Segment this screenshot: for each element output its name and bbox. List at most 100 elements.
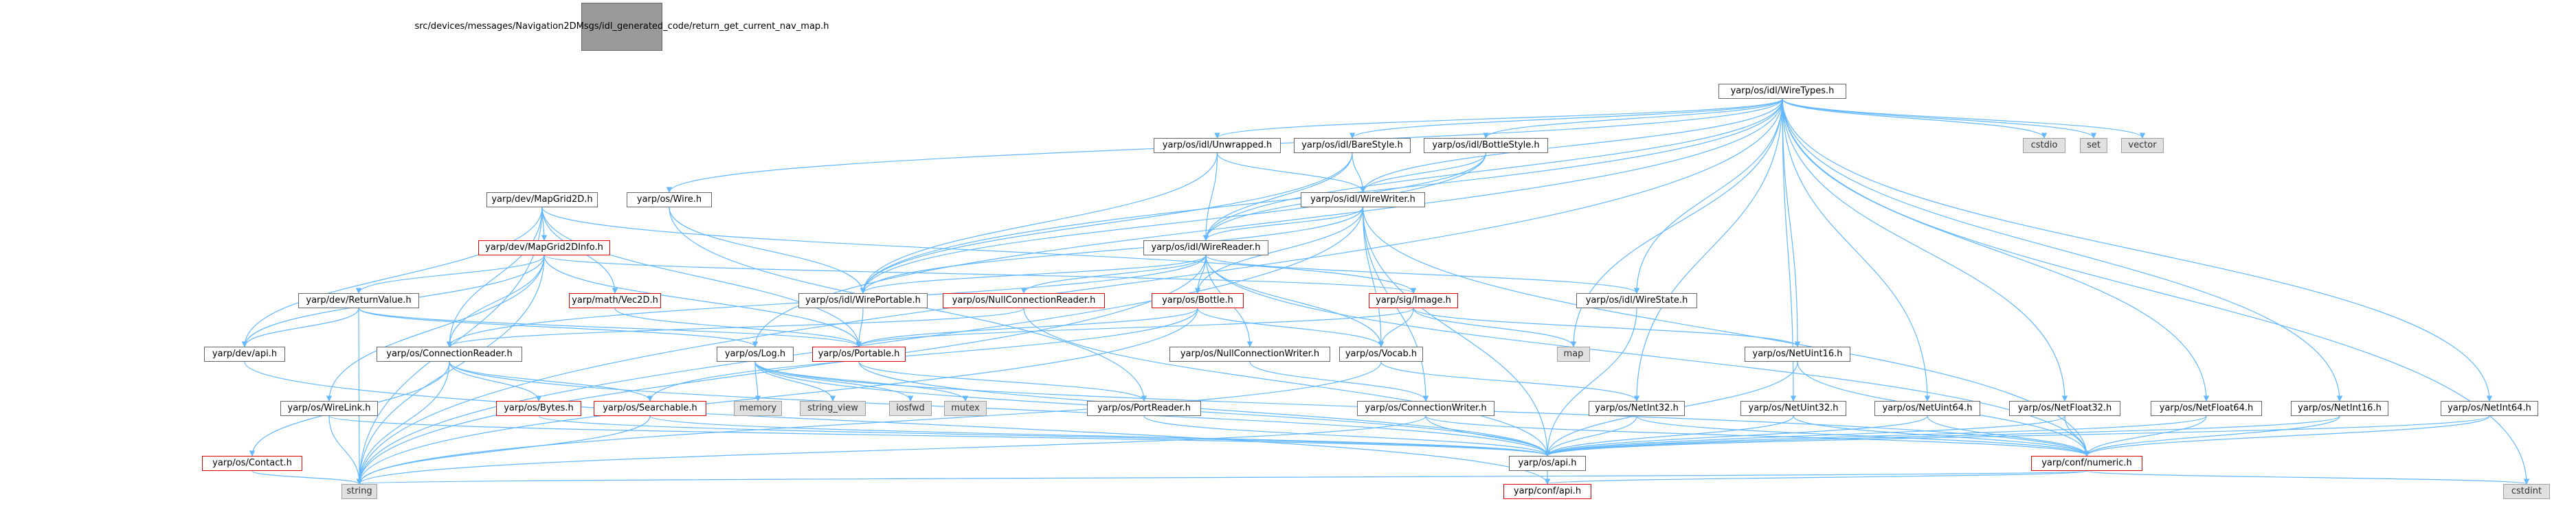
edge-portreader-to-osapi	[1143, 415, 1551, 457]
node-nullconnreader[interactable]: yarp/os/NullConnectionReader.h	[943, 293, 1105, 308]
node-wiretypes[interactable]: yarp/os/idl/WireTypes.h	[1718, 84, 1846, 99]
node-vocab[interactable]: yarp/os/Vocab.h	[1339, 347, 1423, 362]
edge-mapgrid2dinfo-to-image	[544, 255, 1416, 294]
edge-connwriter-to-numeric	[1425, 415, 2090, 457]
node-netint16[interactable]: yarp/os/NetInt16.h	[2291, 401, 2388, 416]
node-portable[interactable]: yarp/os/Portable.h	[812, 347, 906, 362]
node-bottle[interactable]: yarp/os/Bottle.h	[1152, 293, 1244, 308]
edge-wiretypes-to-cstdio	[1782, 98, 2048, 139]
edge-returnvalue-to-portable	[358, 308, 862, 347]
node-devapi[interactable]: yarp/dev/api.h	[204, 347, 285, 362]
node-unwrapped[interactable]: yarp/os/idl/Unwrapped.h	[1154, 138, 1281, 153]
node-searchable[interactable]: yarp/os/Searchable.h	[594, 401, 706, 416]
edge-vocab-to-netint32	[1380, 361, 1640, 402]
node-netfloat64[interactable]: yarp/os/NetFloat64.h	[2151, 401, 2262, 416]
edge-mapgrid2dinfo-to-portable	[544, 255, 862, 347]
node-barestyle[interactable]: yarp/os/idl/BareStyle.h	[1294, 138, 1411, 153]
edge-wiretypes-to-netfloat64	[1782, 98, 2210, 402]
node-connwriter[interactable]: yarp/os/ConnectionWriter.h	[1357, 401, 1494, 416]
edge-wire-to-wireportable	[669, 207, 866, 294]
node-set[interactable]: set	[2080, 138, 2107, 153]
edge-netint64-to-osapi	[1545, 415, 2490, 457]
node-vec2d[interactable]: yarp/math/Vec2D.h	[569, 293, 661, 308]
node-contact[interactable]: yarp/os/Contact.h	[202, 456, 302, 471]
edge-connreader-to-bytes	[449, 361, 542, 402]
node-netuint64[interactable]: yarp/os/NetUint64.h	[1874, 401, 1980, 416]
root-node: src/devices/messages/Navigation2DMsgs/id…	[414, 3, 829, 51]
edge-numeric-to-cstdint	[2086, 470, 2529, 485]
edge-unwrapped-to-wirewriter	[1216, 152, 1366, 193]
edge-netint32-to-osapi	[1544, 415, 1637, 457]
edge-netint32-to-numeric	[1636, 415, 2090, 457]
node-confapi[interactable]: yarp/conf/api.h	[1503, 484, 1591, 499]
edge-wirelink-to-osapi	[328, 415, 1550, 457]
node-string[interactable]: string	[341, 484, 377, 499]
edge-connreader-to-string	[356, 361, 450, 485]
node-wirereader[interactable]: yarp/os/idl/WireReader.h	[1143, 240, 1268, 255]
edge-wiretypes-to-set	[1782, 98, 2097, 139]
edge-netfloat32-to-osapi	[1544, 415, 2065, 457]
node-mutex[interactable]: mutex	[944, 401, 987, 416]
edge-portable-to-osapi	[858, 361, 1551, 457]
node-image[interactable]: yarp/sig/Image.h	[1369, 293, 1458, 308]
node-mapgrid2d[interactable]: yarp/dev/MapGrid2D.h	[486, 192, 598, 207]
node-wireportable[interactable]: yarp/os/idl/WirePortable.h	[798, 293, 928, 308]
node-bottlestyle[interactable]: yarp/os/idl/BottleStyle.h	[1424, 138, 1548, 153]
node-mapgrid2dinfo[interactable]: yarp/dev/MapGrid2DInfo.h	[478, 240, 610, 255]
edge-netfloat64-to-numeric	[2083, 415, 2207, 457]
edge-portable-to-portreader	[858, 361, 1147, 402]
node-memory[interactable]: memory	[734, 401, 782, 416]
node-log[interactable]: yarp/os/Log.h	[717, 347, 794, 362]
edge-nullconnreader-to-connreader	[447, 308, 1024, 347]
edge-bottlestyle-to-wireportable	[860, 152, 1487, 294]
node-netint64[interactable]: yarp/os/NetInt64.h	[2441, 401, 2538, 416]
edge-bottle-to-string	[356, 308, 1198, 485]
node-wirelink[interactable]: yarp/os/WireLink.h	[280, 401, 378, 416]
node-string_view[interactable]: string_view	[800, 401, 866, 416]
node-nullconnwriter[interactable]: yarp/os/NullConnectionWriter.h	[1169, 347, 1330, 362]
edge-connreader-to-searchable	[449, 361, 653, 402]
node-bytes[interactable]: yarp/os/Bytes.h	[496, 401, 581, 416]
node-numeric[interactable]: yarp/conf/numeric.h	[2031, 456, 2142, 471]
node-map[interactable]: map	[1557, 347, 1590, 362]
node-cstdint[interactable]: cstdint	[2503, 484, 2550, 499]
node-iosfwd[interactable]: iosfwd	[889, 401, 932, 416]
edge-wiretypes-to-string	[356, 98, 1783, 485]
edge-log-to-string_view	[754, 361, 836, 402]
node-netuint16[interactable]: yarp/os/NetUint16.h	[1745, 347, 1850, 362]
edge-mapgrid2d-to-devapi	[241, 207, 543, 347]
edge-wirereader-to-wireportable	[860, 255, 1207, 294]
edge-wirestate-to-osapi	[1544, 308, 1637, 457]
node-returnvalue[interactable]: yarp/dev/ReturnValue.h	[298, 293, 419, 308]
node-osapi[interactable]: yarp/os/api.h	[1509, 456, 1586, 471]
edge-nullconnwriter-to-connwriter	[1249, 361, 1429, 402]
edge-image-to-vocab	[1378, 308, 1414, 347]
edge-connwriter-to-string	[357, 415, 1426, 485]
edge-barestyle-to-wireportable	[860, 152, 1353, 294]
edge-wirereader-to-string	[356, 255, 1207, 485]
node-netint32[interactable]: yarp/os/NetInt32.h	[1589, 401, 1685, 416]
node-wirewriter[interactable]: yarp/os/idl/WireWriter.h	[1301, 192, 1425, 207]
edge-numeric-to-string	[357, 470, 2087, 485]
edge-wirewriter-to-vocab	[1362, 207, 1385, 347]
edge-bottle-to-portable	[855, 308, 1198, 347]
node-wire[interactable]: yarp/os/Wire.h	[627, 192, 712, 207]
node-vector[interactable]: vector	[2121, 138, 2164, 153]
node-netfloat32[interactable]: yarp/os/NetFloat32.h	[2009, 401, 2120, 416]
edge-wirereader-to-numeric	[1205, 255, 2090, 457]
node-portreader[interactable]: yarp/os/PortReader.h	[1087, 401, 1201, 416]
edge-searchable-to-string	[356, 415, 651, 485]
edge-vocab-to-string	[356, 361, 1382, 485]
node-cstdio[interactable]: cstdio	[2023, 138, 2065, 153]
edge-mapgrid2dinfo-to-string	[356, 255, 545, 485]
edge-returnvalue-to-devapi	[241, 308, 359, 347]
edge-wirereader-to-wirestate	[1205, 255, 1640, 294]
node-wirestate[interactable]: yarp/os/idl/WireState.h	[1576, 293, 1697, 308]
edge-numeric-to-confapi	[1545, 470, 2087, 485]
edge-netint16-to-numeric	[2083, 415, 2340, 457]
edge-wiretypes-to-barestyle	[1349, 98, 1783, 139]
node-connreader[interactable]: yarp/os/ConnectionReader.h	[377, 347, 522, 362]
node-netuint32[interactable]: yarp/os/NetUint32.h	[1740, 401, 1846, 416]
edge-wiretypes-to-map	[1570, 98, 1783, 347]
edge-image-to-map	[1413, 308, 1577, 347]
